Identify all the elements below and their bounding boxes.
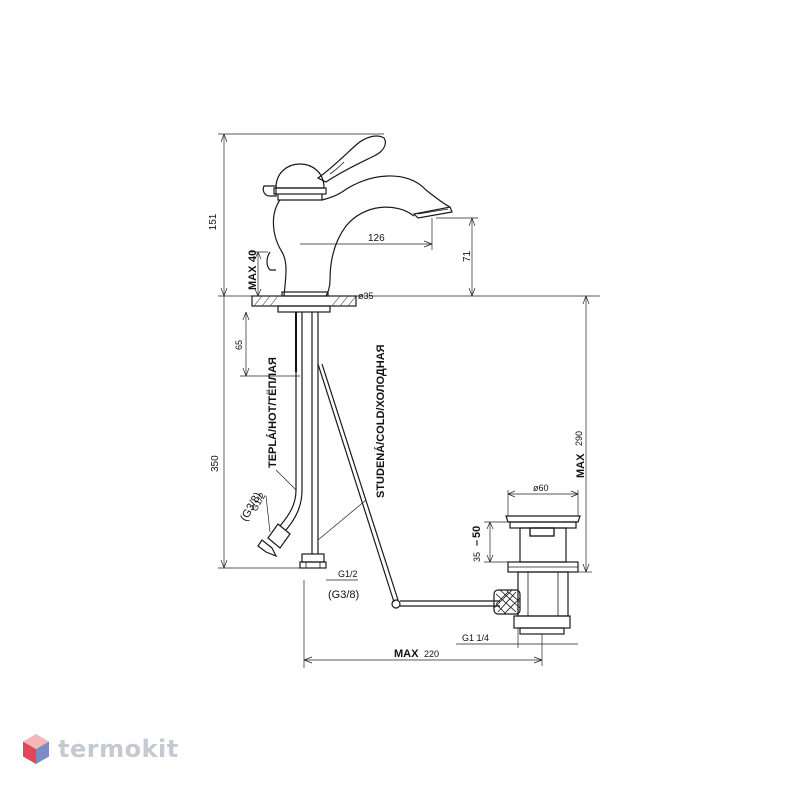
dim-50: 50 (471, 526, 483, 538)
dim-350: 350 (210, 455, 221, 472)
dimension-labels: 151 MAX 40 126 71 ø35 65 350 TEPLÁ/HOT/Т… (208, 213, 587, 660)
dim-71: 71 (462, 250, 473, 262)
hexagon-cube-icon (23, 734, 49, 764)
dim-d60: ø60 (533, 483, 549, 493)
countertop-section (251, 295, 357, 313)
waste-drain (493, 515, 581, 635)
dim-max-40-label: MAX (247, 265, 259, 290)
dim-65: 65 (234, 340, 244, 350)
termokit-logo[interactable]: termokit (22, 733, 179, 765)
dim-126: 126 (368, 233, 385, 244)
dim-max-40-value: 40 (247, 250, 259, 262)
faucet-body (262, 135, 453, 297)
logo-wordmark: termokit (58, 735, 179, 763)
waste-thread-label: G1 1/4 (462, 633, 489, 643)
hot-pipe-label: TEPLÁ/HOT/ТЁПЛАЯ (266, 357, 279, 468)
cold-thread-alt-label: (G3/8) (328, 589, 359, 601)
cold-thread-label: G1/2 (338, 569, 358, 579)
dim-151: 151 (208, 213, 219, 230)
dim-35: 35 (472, 552, 482, 562)
dim-max-220-value: 220 (424, 649, 439, 659)
dimension-lines (218, 133, 600, 668)
supply-pipes (257, 312, 327, 569)
dim-range-sep: – (471, 540, 483, 546)
dim-max-290-value: 290 (574, 431, 584, 446)
popup-rod (317, 363, 500, 609)
dim-max-220-label: MAX (394, 648, 419, 660)
dim-max-290-label: MAX (575, 453, 587, 478)
dim-d35: ø35 (358, 291, 374, 301)
cold-pipe-label: STUDENÁ/COLD/ХОЛОДНАЯ (374, 344, 387, 498)
